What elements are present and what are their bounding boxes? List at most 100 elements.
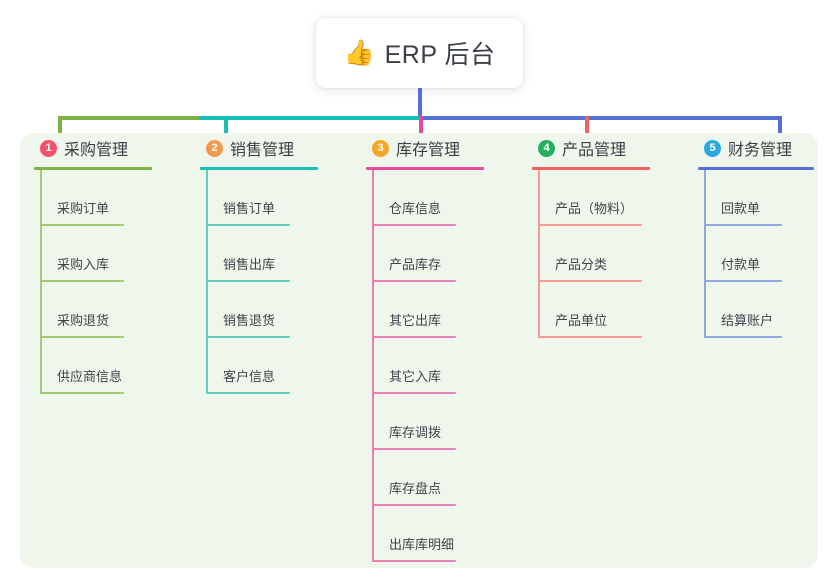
branches-panel: 1 采购管理 采购订单 采购入库 采购退货 供应商信息 xyxy=(20,133,818,568)
root-stem xyxy=(418,88,422,116)
leaf-underline xyxy=(40,280,124,282)
leaf-node[interactable]: 销售退货 xyxy=(196,282,356,338)
branch-spine xyxy=(206,170,208,394)
branch-header-2[interactable]: 2 销售管理 xyxy=(196,133,356,163)
branch-title: 采购管理 xyxy=(64,142,129,159)
leaf-label: 销售出库 xyxy=(223,257,276,272)
branch-items: 销售订单 销售出库 销售退货 客户信息 xyxy=(196,170,356,394)
leaf-label: 付款单 xyxy=(721,257,761,272)
branch-drop-5 xyxy=(778,116,782,147)
leaf-underline xyxy=(372,280,456,282)
leaf-underline xyxy=(40,224,124,226)
leaf-label: 出库库明细 xyxy=(389,537,455,552)
bus-segment-1 xyxy=(58,116,203,120)
leaf-underline xyxy=(538,224,642,226)
branch-badge: 3 xyxy=(372,139,389,157)
bus-segment-3 xyxy=(419,116,782,120)
leaf-node[interactable]: 库存盘点 xyxy=(362,450,527,506)
leaf-label: 销售订单 xyxy=(223,201,276,216)
branch-badge: 5 xyxy=(704,139,721,157)
leaf-label: 回款单 xyxy=(721,201,761,216)
leaf-underline xyxy=(206,280,290,282)
leaf-label: 产品分类 xyxy=(555,257,608,272)
leaf-node[interactable]: 回款单 xyxy=(694,170,819,226)
branch-underline xyxy=(698,167,814,170)
leaf-label: 采购退货 xyxy=(57,313,110,328)
leaf-node[interactable]: 采购入库 xyxy=(30,226,190,282)
leaf-label: 供应商信息 xyxy=(57,369,123,384)
leaf-node[interactable]: 产品单位 xyxy=(528,282,693,338)
branch-title: 产品管理 xyxy=(562,142,627,159)
thumbs-up-icon: 👍 xyxy=(343,38,375,67)
leaf-node[interactable]: 库存调拨 xyxy=(362,394,527,450)
branch-title: 财务管理 xyxy=(728,142,793,159)
branch-spine xyxy=(538,170,540,338)
leaf-underline xyxy=(704,336,782,338)
leaf-underline xyxy=(372,504,456,506)
leaf-label: 其它入库 xyxy=(389,369,442,384)
leaf-label: 采购订单 xyxy=(57,201,110,216)
branch-items: 回款单 付款单 结算账户 xyxy=(694,170,819,338)
root-node[interactable]: 👍 ERP 后台 xyxy=(316,18,523,88)
leaf-node[interactable]: 出库库明细 xyxy=(362,506,527,562)
leaf-node[interactable]: 产品库存 xyxy=(362,226,527,282)
leaf-node[interactable]: 供应商信息 xyxy=(30,338,190,394)
leaf-label: 仓库信息 xyxy=(389,201,442,216)
leaf-underline xyxy=(538,336,642,338)
leaf-node[interactable]: 产品分类 xyxy=(528,226,693,282)
branch-underline xyxy=(532,167,650,170)
leaf-node[interactable]: 销售出库 xyxy=(196,226,356,282)
branch-spine xyxy=(40,170,42,394)
leaf-label: 结算账户 xyxy=(721,313,774,328)
leaf-label: 产品（物料） xyxy=(555,201,634,216)
branch-title: 库存管理 xyxy=(396,142,461,159)
branch-header-3[interactable]: 3 库存管理 xyxy=(362,133,527,163)
branch-spine xyxy=(704,170,706,338)
branch-header-5[interactable]: 5 财务管理 xyxy=(694,133,819,163)
branch-spine xyxy=(372,170,374,562)
leaf-underline xyxy=(704,280,782,282)
leaf-underline xyxy=(372,336,456,338)
leaf-node[interactable]: 采购退货 xyxy=(30,282,190,338)
leaf-underline xyxy=(206,224,290,226)
leaf-underline xyxy=(372,560,456,562)
leaf-label: 库存盘点 xyxy=(389,481,442,496)
root-node-title: ERP 后台 xyxy=(384,41,496,69)
leaf-node[interactable]: 其它出库 xyxy=(362,282,527,338)
branch-column-2: 2 销售管理 销售订单 销售出库 销售退货 客户信息 xyxy=(196,133,356,394)
leaf-node[interactable]: 销售订单 xyxy=(196,170,356,226)
branch-items: 采购订单 采购入库 采购退货 供应商信息 xyxy=(30,170,190,394)
leaf-node[interactable]: 产品（物料） xyxy=(528,170,693,226)
leaf-label: 产品单位 xyxy=(555,313,608,328)
branch-items: 产品（物料） 产品分类 产品单位 xyxy=(528,170,693,338)
leaf-label: 其它出库 xyxy=(389,313,442,328)
leaf-underline xyxy=(40,392,124,394)
branch-underline xyxy=(366,167,484,170)
leaf-underline xyxy=(372,224,456,226)
leaf-node[interactable]: 客户信息 xyxy=(196,338,356,394)
leaf-node[interactable]: 采购订单 xyxy=(30,170,190,226)
leaf-node[interactable]: 付款单 xyxy=(694,226,819,282)
leaf-underline xyxy=(40,336,124,338)
leaf-node[interactable]: 结算账户 xyxy=(694,282,819,338)
branch-drop-3 xyxy=(419,116,423,147)
leaf-node[interactable]: 仓库信息 xyxy=(362,170,527,226)
branch-column-4: 4 产品管理 产品（物料） 产品分类 产品单位 xyxy=(528,133,693,338)
branch-underline xyxy=(200,167,318,170)
leaf-underline xyxy=(206,336,290,338)
branch-header-4[interactable]: 4 产品管理 xyxy=(528,133,693,163)
leaf-label: 客户信息 xyxy=(223,369,276,384)
bus-segment-2 xyxy=(199,116,423,120)
leaf-label: 产品库存 xyxy=(389,257,442,272)
branch-underline xyxy=(34,167,152,170)
branch-drop-2 xyxy=(224,116,228,147)
branch-header-1[interactable]: 1 采购管理 xyxy=(30,133,190,163)
branch-badge: 4 xyxy=(538,139,555,157)
leaf-node[interactable]: 其它入库 xyxy=(362,338,527,394)
branch-badge: 2 xyxy=(206,139,223,157)
branch-items: 仓库信息 产品库存 其它出库 其它入库 库存调拨 库存盘点 xyxy=(362,170,527,562)
branch-column-3: 3 库存管理 仓库信息 产品库存 其它出库 其它入库 xyxy=(362,133,527,562)
leaf-underline xyxy=(538,280,642,282)
branch-drop-1 xyxy=(58,116,62,147)
